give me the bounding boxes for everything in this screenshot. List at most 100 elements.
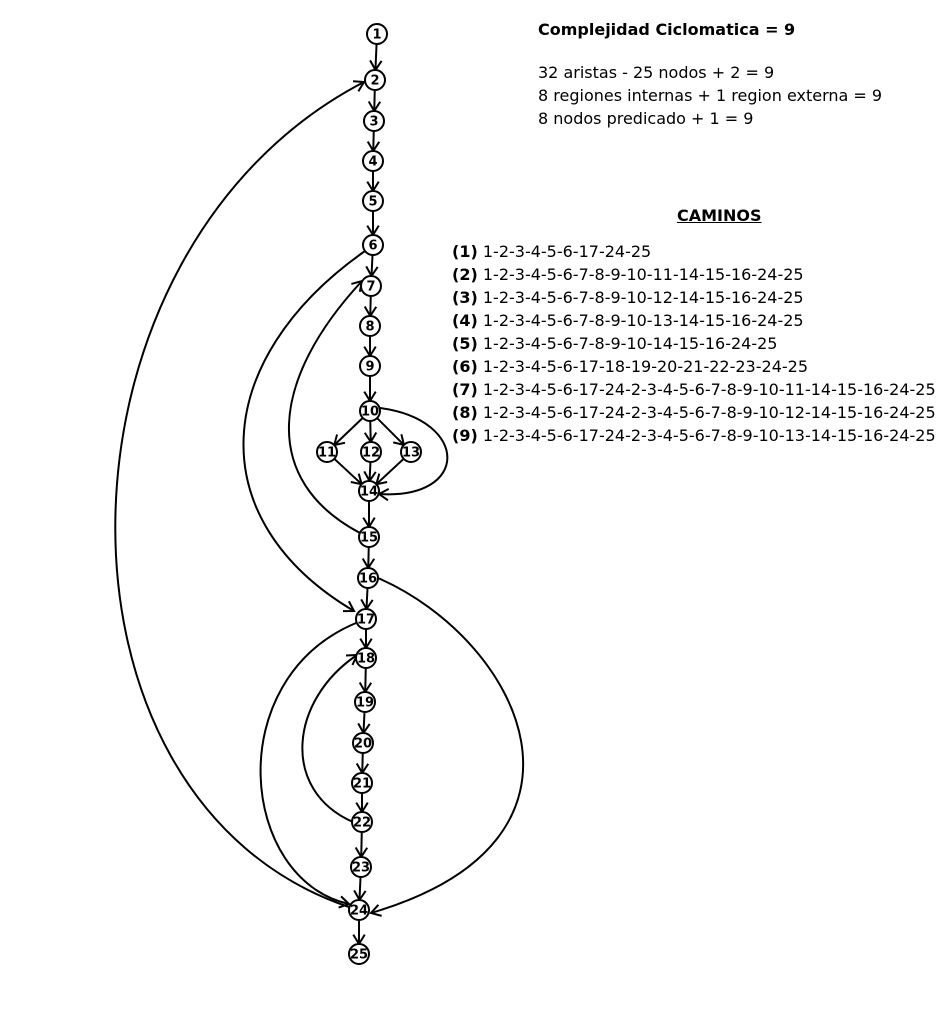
- node-circle: [363, 110, 385, 132]
- node-18: 18: [355, 647, 377, 669]
- node-circle: [362, 150, 384, 172]
- edge-16-24: [370, 577, 524, 914]
- node-4: 4: [362, 150, 384, 172]
- edge-10-11: [333, 417, 364, 446]
- node-25: 25: [348, 943, 370, 965]
- node-label: 13: [402, 446, 420, 461]
- complexity-line-predicates: 8 nodos predicado + 1 = 9: [538, 109, 754, 128]
- path-sequence: 1-2-3-4-5-6-7-8-9-10-14-15-16-24-25: [482, 334, 778, 353]
- edge-11-14: [333, 458, 363, 485]
- path-sequence: 1-2-3-4-5-6-7-8-9-10-11-14-15-16-24-25: [482, 265, 804, 284]
- node-label: 8: [365, 320, 374, 335]
- node-circle: [316, 441, 338, 463]
- path-item: (8) 1-2-3-4-5-6-17-24-2-3-4-5-6-7-8-9-10…: [452, 401, 936, 424]
- path-item: (4) 1-2-3-4-5-6-7-8-9-10-13-14-15-16-24-…: [452, 309, 936, 332]
- node-21: 21: [351, 772, 373, 794]
- path-number: (1): [452, 242, 478, 261]
- edge-7-8: [369, 295, 372, 317]
- node-label: 1: [372, 28, 381, 43]
- path-sequence: 1-2-3-4-5-6-17-24-25: [482, 242, 652, 261]
- node-label: 20: [354, 737, 372, 752]
- edge-10-13: [376, 417, 405, 446]
- node-6: 6: [362, 234, 384, 256]
- path-number: (9): [452, 426, 478, 445]
- edge-1-2: [374, 43, 378, 71]
- paths-title: CAMINOS: [677, 206, 762, 225]
- path-number: (4): [452, 311, 478, 330]
- node-label: 18: [357, 652, 375, 667]
- node-circle: [348, 943, 370, 965]
- node-8: 8: [359, 315, 381, 337]
- node-label: 6: [368, 239, 377, 254]
- path-item: (9) 1-2-3-4-5-6-17-24-2-3-4-5-6-7-8-9-10…: [452, 424, 936, 447]
- node-9: 9: [359, 355, 381, 377]
- node-circle: [354, 691, 376, 713]
- node-label: 5: [368, 195, 377, 210]
- node-label: 3: [369, 115, 378, 130]
- path-sequence: 1-2-3-4-5-6-7-8-9-10-12-14-15-16-24-25: [482, 288, 804, 307]
- graph-edges: [114, 43, 524, 946]
- node-label: 15: [360, 531, 378, 546]
- path-number: (5): [452, 334, 478, 353]
- node-22: 22: [351, 811, 373, 833]
- edge-10-12: [369, 420, 372, 443]
- node-circle: [362, 190, 384, 212]
- complexity-line-regions: 8 regiones internas + 1 region externa =…: [538, 86, 883, 105]
- paths-list: (1) 1-2-3-4-5-6-17-24-25 (2) 1-2-3-4-5-6…: [452, 240, 936, 447]
- complexity-panel: Complejidad Ciclomatica = 9 32 aristas -…: [538, 18, 882, 130]
- complexity-title: Complejidad Ciclomatica = 9: [538, 20, 796, 39]
- node-circle: [355, 608, 377, 630]
- node-20: 20: [352, 732, 374, 754]
- arrowhead-16-24: [369, 904, 382, 917]
- edge-23-24: [358, 876, 362, 901]
- node-circle: [358, 480, 380, 502]
- edge-10-14: [378, 407, 449, 496]
- edge-17-24: [259, 622, 357, 905]
- arrowhead-24-2: [352, 80, 366, 92]
- path-item: (6) 1-2-3-4-5-6-17-18-19-20-21-22-23-24-…: [452, 355, 936, 378]
- path-sequence: 1-2-3-4-5-6-17-24-2-3-4-5-6-7-8-9-10-12-…: [482, 403, 936, 422]
- node-16: 16: [357, 567, 379, 589]
- edge-3-4: [372, 130, 375, 152]
- path-number: (7): [452, 380, 478, 399]
- node-circle: [362, 234, 384, 256]
- path-item: (5) 1-2-3-4-5-6-7-8-9-10-14-15-16-24-25: [452, 332, 936, 355]
- edge-16-17: [365, 587, 369, 610]
- node-circle: [357, 567, 379, 589]
- edge-6-7: [370, 254, 374, 277]
- node-circle: [352, 732, 374, 754]
- node-3: 3: [363, 110, 385, 132]
- node-7: 7: [360, 275, 382, 297]
- node-circle: [359, 355, 381, 377]
- node-label: 4: [368, 155, 377, 170]
- node-label: 21: [353, 777, 371, 792]
- node-label: 14: [360, 485, 378, 500]
- node-label: 10: [361, 405, 379, 420]
- node-15: 15: [358, 526, 380, 548]
- node-label: 7: [366, 280, 375, 295]
- edge-24-2: [114, 81, 365, 908]
- node-11: 11: [316, 441, 338, 463]
- node-circle: [351, 811, 373, 833]
- edge-12-14: [368, 461, 372, 482]
- node-circle: [355, 647, 377, 669]
- node-label: 12: [362, 446, 380, 461]
- node-23: 23: [350, 856, 372, 878]
- complexity-line-edges: 32 aristas - 25 nodos + 2 = 9: [538, 63, 775, 82]
- node-label: 24: [350, 904, 368, 919]
- node-label: 17: [357, 613, 375, 628]
- arrowhead-6-17: [342, 600, 356, 613]
- path-item: (2) 1-2-3-4-5-6-7-8-9-10-11-14-15-16-24-…: [452, 263, 936, 286]
- arrowhead-17-24: [338, 895, 351, 909]
- path-sequence: 1-2-3-4-5-6-17-24-2-3-4-5-6-7-8-9-10-11-…: [482, 380, 936, 399]
- node-circle: [359, 315, 381, 337]
- node-circle: [360, 275, 382, 297]
- node-label: 19: [356, 696, 374, 711]
- edge-20-21: [361, 752, 364, 774]
- node-circle: [364, 69, 386, 91]
- node-2: 2: [364, 69, 386, 91]
- node-label: 25: [350, 948, 368, 963]
- edge-15-16: [367, 546, 370, 569]
- path-number: (2): [452, 265, 478, 284]
